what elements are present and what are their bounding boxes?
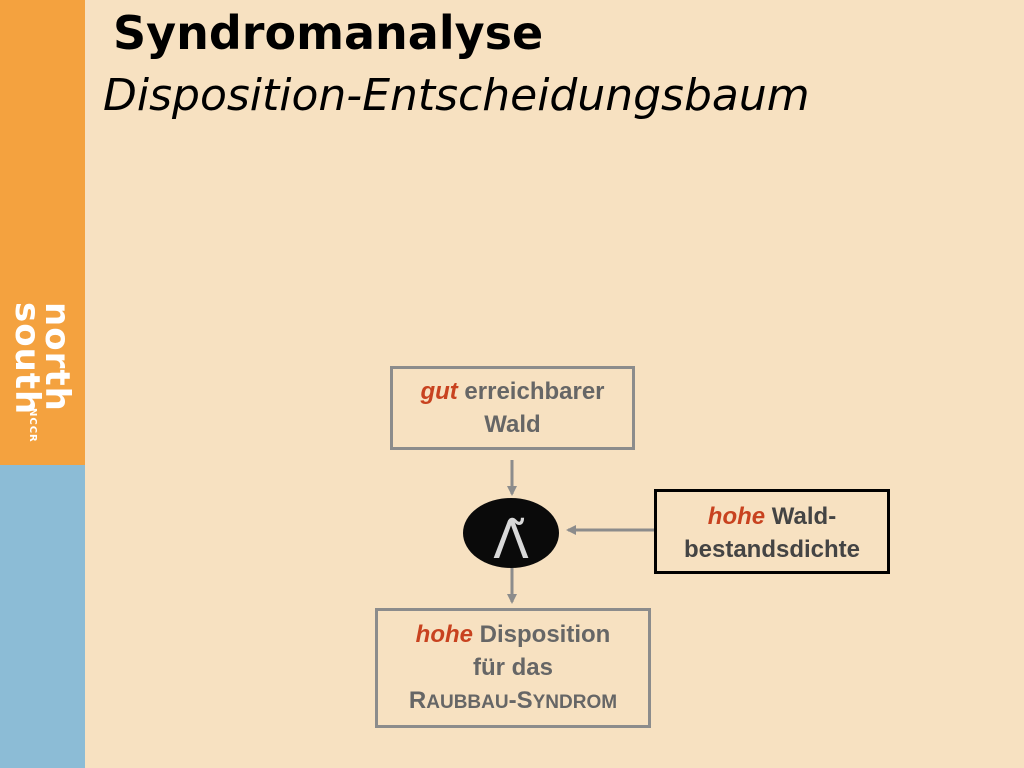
- box-text-line2: Wald: [484, 411, 541, 438]
- syndrome-name: RAUBBAU-SYNDROM: [408, 687, 618, 714]
- box-text: Disposition: [472, 621, 611, 648]
- sidebar-blue-block: [0, 465, 85, 768]
- box-text-line2: bestandsdichte: [683, 536, 861, 563]
- condition-box-accessible-forest: gut erreichbarer Wald: [390, 366, 635, 450]
- condition-box-forest-density: hohe Wald- bestandsdichte: [654, 489, 890, 574]
- emphasis-word: hohe: [707, 503, 766, 530]
- box-text: erreichbarer: [457, 378, 605, 405]
- slide-title: Syndromanalyse: [113, 6, 544, 60]
- box-text-line2: für das: [472, 654, 553, 681]
- box-text: Wald-: [765, 503, 837, 530]
- result-box-disposition: hohe Disposition für das RAUBBAU-SYNDROM: [375, 608, 651, 728]
- operator-symbol: Λ̃: [493, 511, 529, 571]
- emphasis-word: hohe: [415, 621, 473, 648]
- slide-subtitle: Disposition-Entscheidungsbaum: [103, 70, 810, 121]
- sidebar-orange-block: [0, 0, 85, 465]
- sidebar-band: north south NCCR: [0, 0, 85, 768]
- operator-node: [463, 498, 559, 568]
- emphasis-word: gut: [420, 378, 458, 405]
